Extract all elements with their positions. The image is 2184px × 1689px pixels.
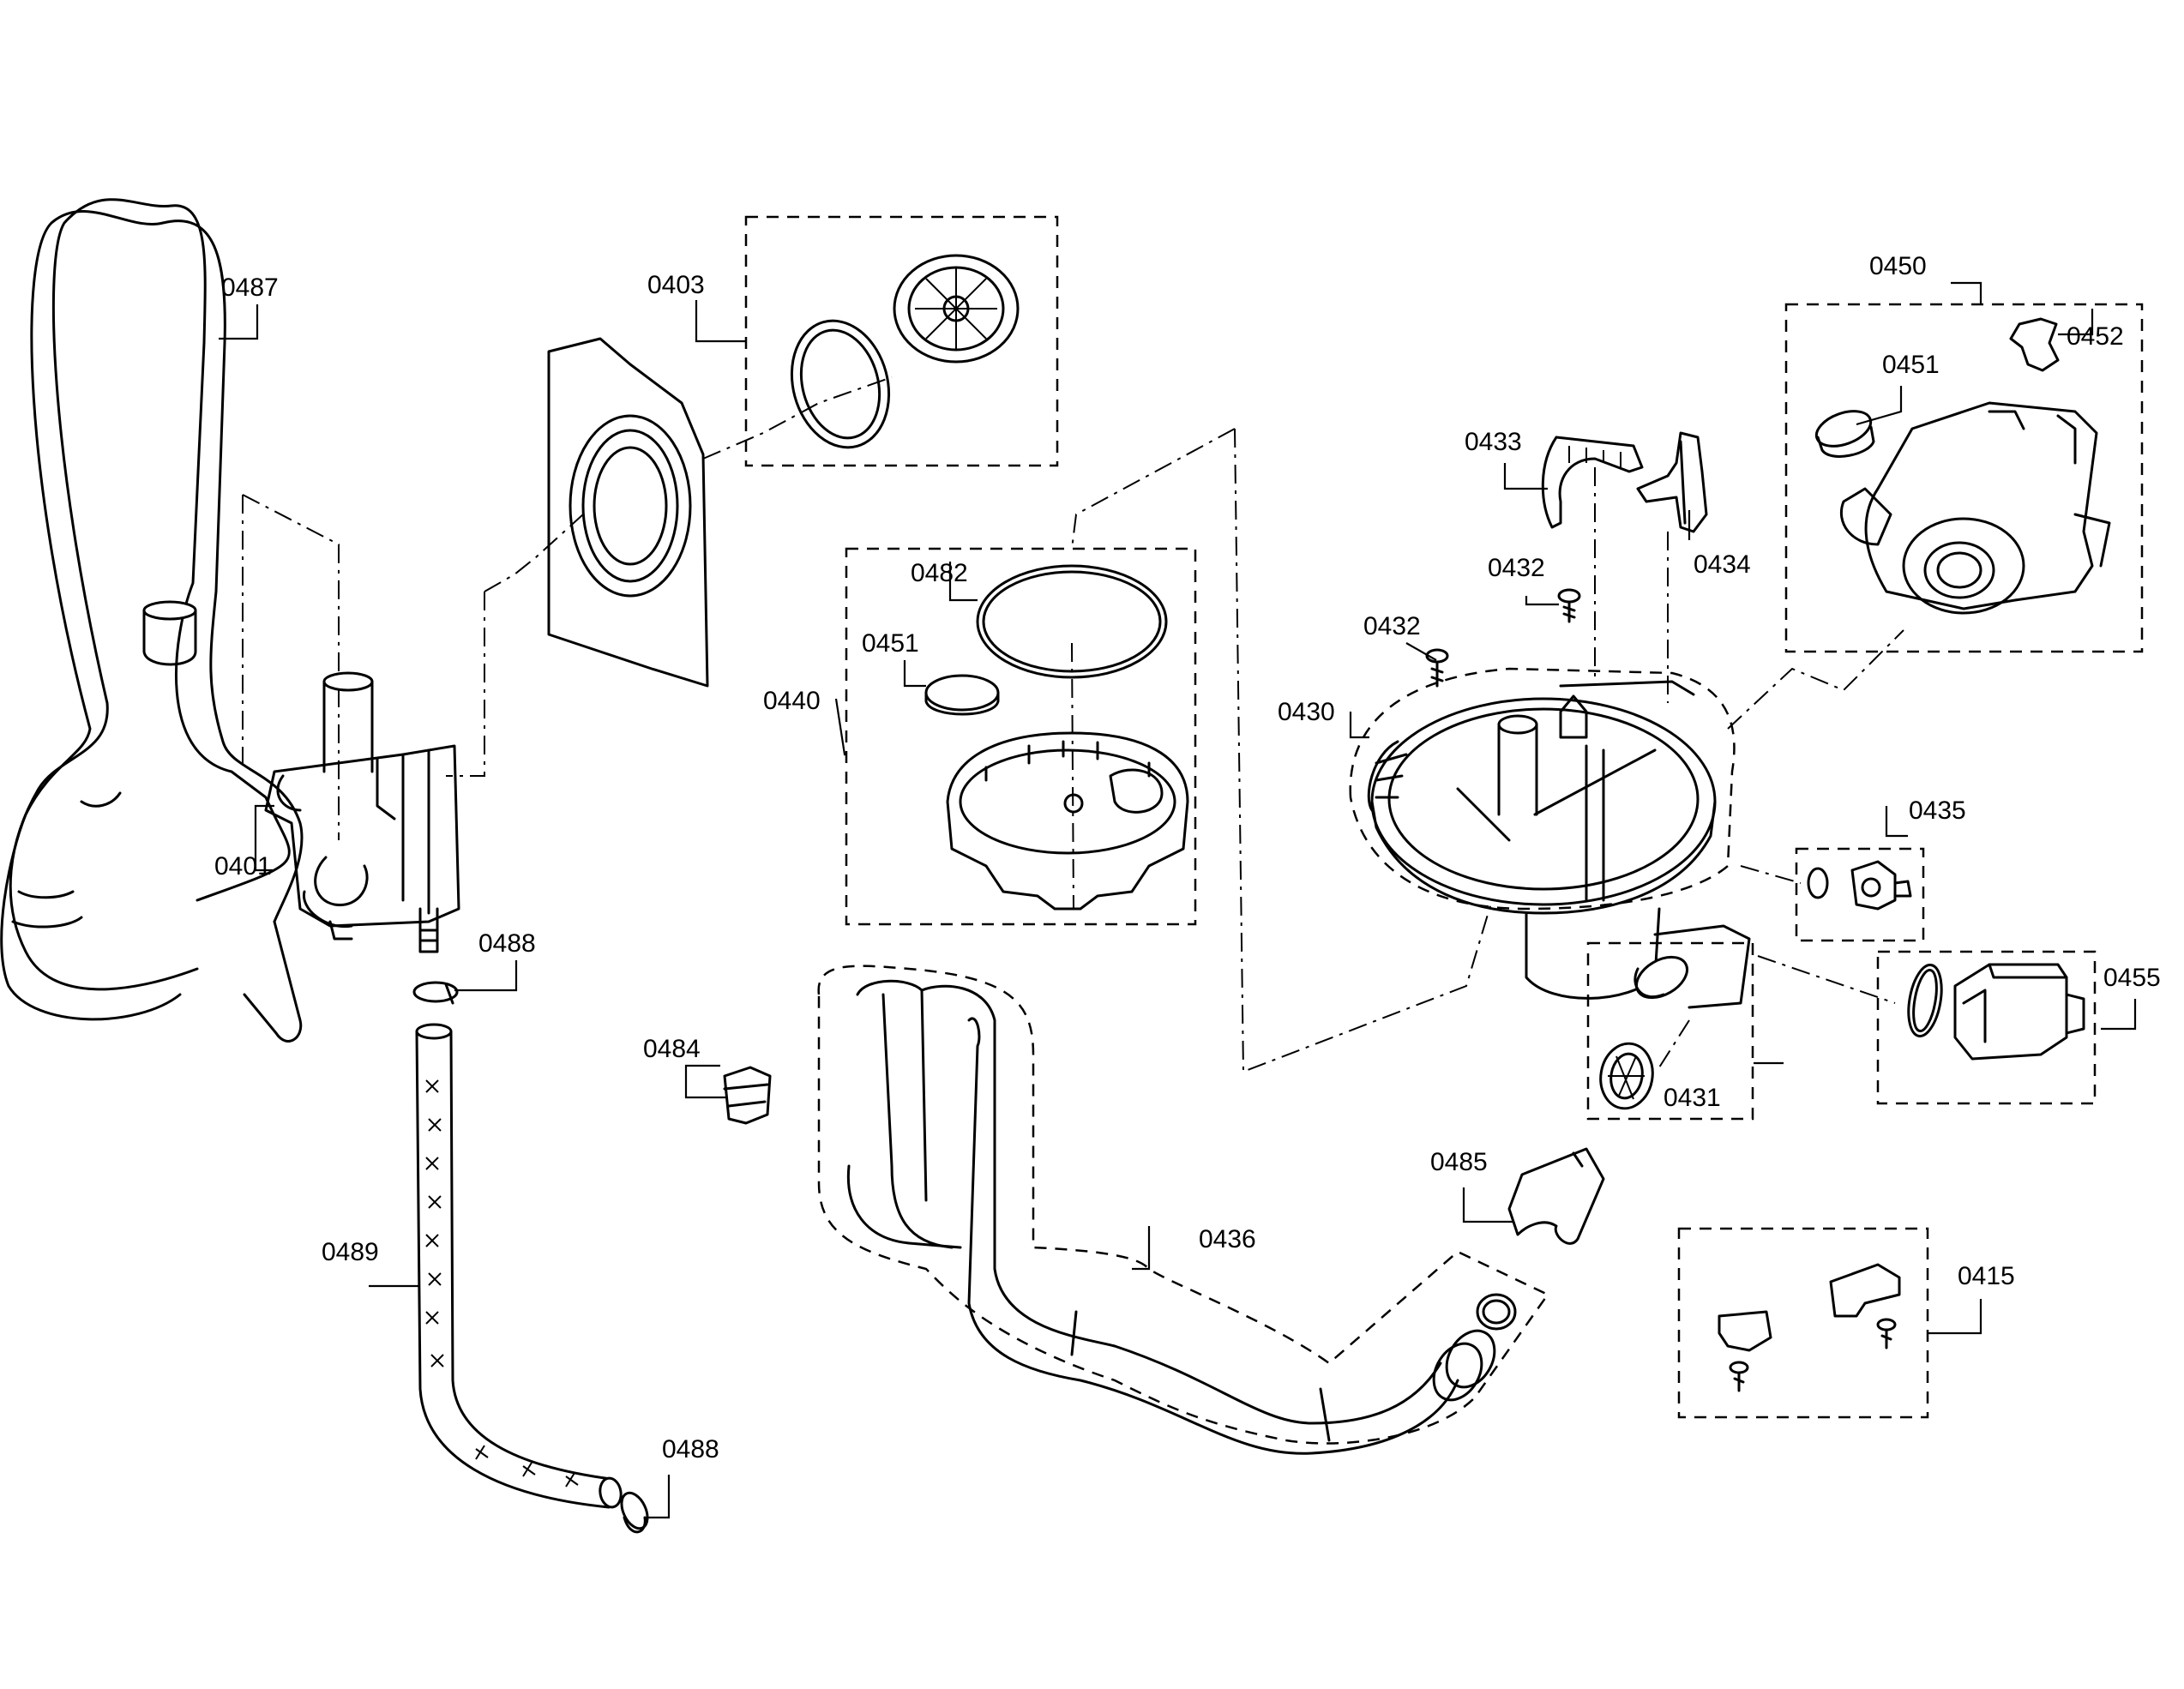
gasket-0482: [976, 564, 1168, 679]
clamp-0451-right: [1814, 410, 1875, 458]
sensor-0435: [1807, 860, 1912, 911]
mounting-plate: [547, 337, 709, 688]
assembly-line: [484, 514, 584, 592]
label-0432-right: 0432: [1488, 554, 1545, 582]
label-0403: 0403: [647, 271, 705, 299]
assembly-line: [1757, 955, 1896, 1004]
label-0450: 0450: [1869, 252, 1927, 280]
assembly-line: [242, 494, 340, 840]
label-0432-left: 0432: [1363, 612, 1421, 640]
label-0415: 0415: [1958, 1262, 2015, 1290]
assembly-line: [702, 376, 893, 460]
assembly-line: [446, 592, 485, 777]
group-box-0403: [744, 215, 1059, 467]
clip-0434: [1636, 431, 1708, 533]
group-box-0431: [1586, 941, 1754, 1121]
clip-0484: [723, 1066, 772, 1125]
clamp-0451-left: [924, 674, 1000, 716]
group-outline-0430: [1349, 667, 1736, 911]
label-0401: 0401: [214, 852, 272, 881]
label-0436: 0436: [1199, 1225, 1256, 1253]
drain-hose-0436: [846, 979, 1517, 1455]
group-outline-0436: [817, 965, 1549, 1445]
bracket-0452: [2009, 317, 2060, 372]
label-0452: 0452: [2067, 322, 2124, 351]
hose-0489: [415, 1023, 623, 1509]
group-box-0435: [1795, 847, 1925, 942]
valve-assembly-0401: [264, 671, 460, 953]
assembly-line: [1740, 865, 1802, 884]
screw-0432-left: [1425, 648, 1449, 688]
clip-0485: [1507, 1147, 1605, 1245]
hose-clamp-0488-bottom: [620, 1491, 649, 1534]
label-0431: 0431: [1664, 1084, 1721, 1112]
assembly-line: [1071, 642, 1074, 910]
group-box-0455: [1876, 950, 2097, 1105]
filter-0403: [790, 254, 1020, 449]
label-0482: 0482: [911, 559, 968, 587]
drain-hose-0487: [0, 198, 304, 1043]
sump-housing-0430: [1367, 680, 1751, 1009]
label-0440: 0440: [763, 687, 821, 715]
assembly-line: [1071, 428, 1236, 550]
label-0485: 0485: [1430, 1148, 1488, 1176]
leader-lines: [219, 281, 2137, 1519]
label-0435: 0435: [1909, 796, 1966, 825]
sump-cover: [946, 731, 1189, 911]
hose-clamp-0488-top: [412, 981, 459, 1005]
label-0488-top: 0488: [478, 929, 536, 958]
filter-0431: [1599, 1042, 1654, 1110]
group-box-0440: [845, 547, 1197, 926]
assembly-line: [1234, 428, 1493, 1073]
sensor-0455: [1907, 963, 2085, 1061]
clip-set-0415: [1718, 1263, 1901, 1392]
assembly-line: [1727, 629, 1904, 730]
label-0484: 0484: [643, 1035, 701, 1063]
label-0489: 0489: [322, 1238, 379, 1266]
group-box-0450: [1784, 303, 2144, 653]
label-0430: 0430: [1278, 698, 1335, 726]
group-box-0415: [1677, 1227, 1929, 1419]
assembly-line: [1658, 1019, 1690, 1068]
label-0434: 0434: [1694, 550, 1751, 579]
label-0488-bottom: 0488: [662, 1435, 719, 1464]
label-0451-right: 0451: [1882, 351, 1940, 379]
label-0487: 0487: [221, 273, 279, 302]
part-labels: 0487 0403 0401 0488 0489 0488 0484 0482 …: [214, 252, 2161, 1464]
label-0451-left: 0451: [862, 629, 919, 658]
pump-0450: [1839, 401, 2111, 615]
label-0455: 0455: [2103, 964, 2161, 992]
bracket-0433: [1541, 436, 1644, 529]
label-0433: 0433: [1465, 428, 1522, 456]
screw-0432-right: [1557, 588, 1581, 623]
